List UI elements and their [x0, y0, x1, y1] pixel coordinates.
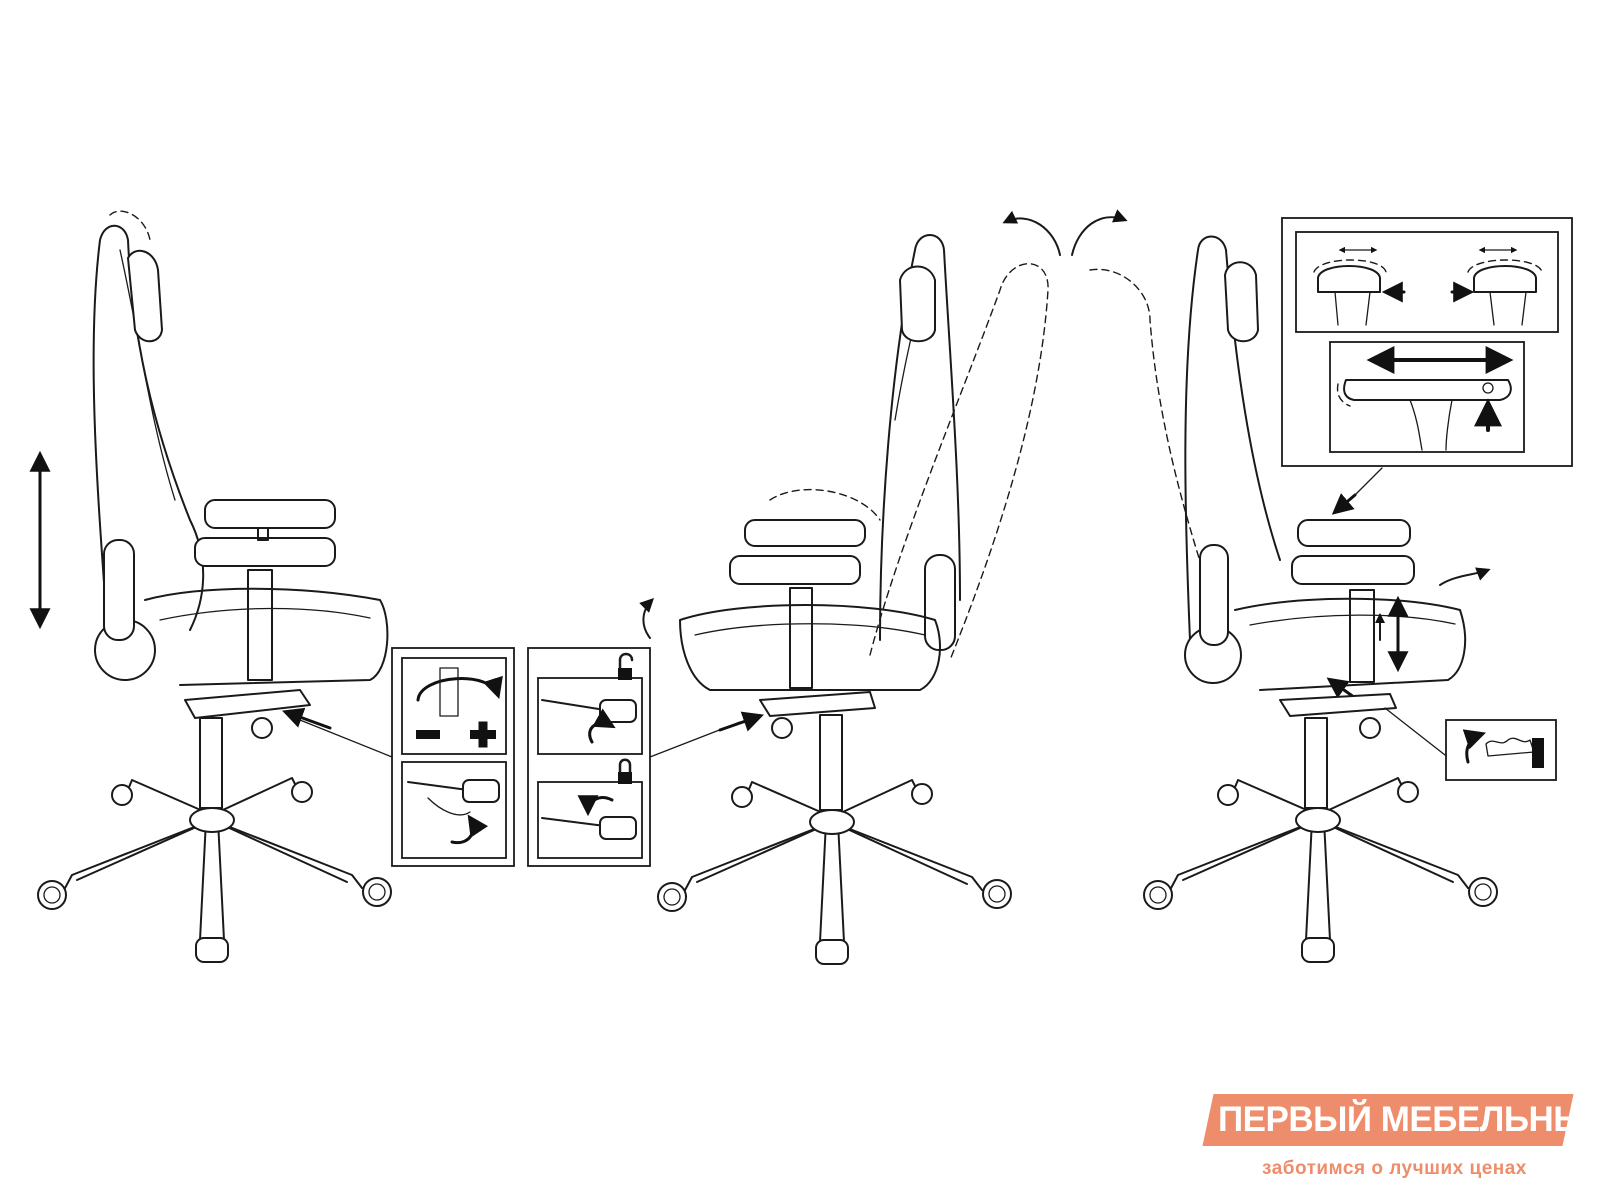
- armrest-inset: [1281, 217, 1573, 467]
- watermark-tagline: заботимся о лучших ценах: [1262, 1158, 1527, 1179]
- watermark-title: ПЕРВЫЙ МЕБЕЛЬНЫЙ: [1218, 1100, 1600, 1139]
- minus-icon: [416, 730, 440, 739]
- plus-icon: [470, 721, 496, 748]
- chair-right: [1143, 235, 1498, 963]
- tilt-lock-inset: [527, 647, 764, 867]
- padlock-open-icon: [618, 652, 634, 680]
- chair-left: [29, 210, 392, 963]
- store-watermark: ПЕРВЫЙ МЕБЕЛЬНЫЙ заботимся о лучших цена…: [1196, 1094, 1600, 1194]
- tension-lever-inset: [282, 647, 515, 867]
- seat-height-lever-inset: [1445, 719, 1557, 781]
- padlock-closed-icon: [618, 758, 632, 784]
- chair-middle: [639, 209, 1226, 965]
- rotate-arrow-icon: [416, 667, 503, 717]
